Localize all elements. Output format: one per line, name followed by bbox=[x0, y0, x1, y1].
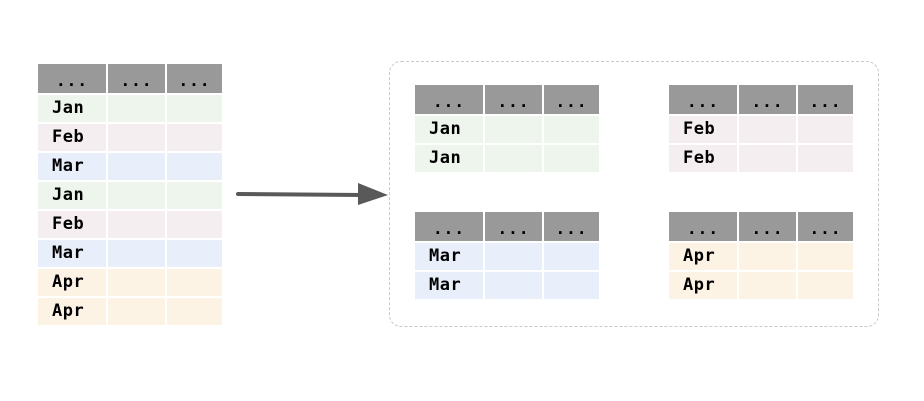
empty-cell bbox=[798, 243, 853, 270]
header-cell: ... bbox=[798, 212, 853, 241]
group-table-jan: ... ... ... Jan Jan bbox=[413, 83, 601, 174]
header-cell: ... bbox=[485, 85, 542, 114]
header-cell: ... bbox=[485, 212, 542, 241]
arrow-right-icon bbox=[236, 183, 388, 205]
month-cell: Jan bbox=[38, 95, 106, 122]
arrow-shaft bbox=[236, 192, 364, 197]
empty-cell bbox=[167, 182, 222, 209]
month-cell: Jan bbox=[38, 182, 106, 209]
group-row: Jan bbox=[415, 116, 599, 143]
empty-cell bbox=[108, 211, 165, 238]
empty-cell bbox=[798, 145, 853, 172]
empty-cell bbox=[739, 272, 796, 299]
source-header-row: ... ... ... bbox=[38, 64, 222, 93]
group-header-row: ... ... ... bbox=[415, 212, 599, 241]
empty-cell bbox=[798, 272, 853, 299]
group-header-row: ... ... ... bbox=[669, 212, 853, 241]
month-cell: Mar bbox=[415, 272, 483, 299]
month-cell: Apr bbox=[669, 272, 737, 299]
month-cell: Apr bbox=[38, 269, 106, 296]
arrow-head bbox=[358, 183, 388, 205]
empty-cell bbox=[108, 240, 165, 267]
source-row: Mar bbox=[38, 240, 222, 267]
empty-cell bbox=[167, 211, 222, 238]
grouped-output-box bbox=[389, 61, 879, 327]
empty-cell bbox=[108, 95, 165, 122]
empty-cell bbox=[108, 269, 165, 296]
month-cell: Apr bbox=[669, 243, 737, 270]
group-row: Apr bbox=[669, 272, 853, 299]
empty-cell bbox=[544, 272, 599, 299]
empty-cell bbox=[108, 153, 165, 180]
month-cell: Feb bbox=[38, 211, 106, 238]
source-row: Jan bbox=[38, 182, 222, 209]
empty-cell bbox=[739, 243, 796, 270]
group-table-apr: ... ... ... Apr Apr bbox=[667, 210, 855, 301]
empty-cell bbox=[167, 153, 222, 180]
empty-cell bbox=[485, 272, 542, 299]
month-cell: Feb bbox=[38, 124, 106, 151]
header-cell: ... bbox=[739, 212, 796, 241]
empty-cell bbox=[485, 116, 542, 143]
empty-cell bbox=[167, 298, 222, 325]
group-row: Jan bbox=[415, 145, 599, 172]
empty-cell bbox=[798, 116, 853, 143]
header-cell: ... bbox=[669, 212, 737, 241]
source-table: ... ... ... Jan Feb Mar Jan Feb Mar Apr … bbox=[36, 62, 224, 327]
empty-cell bbox=[485, 145, 542, 172]
empty-cell bbox=[485, 243, 542, 270]
empty-cell bbox=[108, 182, 165, 209]
empty-cell bbox=[544, 243, 599, 270]
empty-cell bbox=[544, 116, 599, 143]
group-row: Mar bbox=[415, 272, 599, 299]
group-header-row: ... ... ... bbox=[669, 85, 853, 114]
month-cell: Mar bbox=[38, 153, 106, 180]
group-row: Mar bbox=[415, 243, 599, 270]
group-row: Apr bbox=[669, 243, 853, 270]
empty-cell bbox=[739, 116, 796, 143]
month-cell: Jan bbox=[415, 145, 483, 172]
header-cell: ... bbox=[38, 64, 106, 93]
group-row: Feb bbox=[669, 145, 853, 172]
group-table-feb: ... ... ... Feb Feb bbox=[667, 83, 855, 174]
month-cell: Feb bbox=[669, 145, 737, 172]
source-row: Feb bbox=[38, 211, 222, 238]
empty-cell bbox=[108, 124, 165, 151]
header-cell: ... bbox=[415, 212, 483, 241]
empty-cell bbox=[167, 124, 222, 151]
empty-cell bbox=[739, 145, 796, 172]
header-cell: ... bbox=[544, 85, 599, 114]
empty-cell bbox=[167, 95, 222, 122]
empty-cell bbox=[167, 269, 222, 296]
empty-cell bbox=[544, 145, 599, 172]
empty-cell bbox=[108, 298, 165, 325]
header-cell: ... bbox=[739, 85, 796, 114]
source-row: Apr bbox=[38, 269, 222, 296]
month-cell: Jan bbox=[415, 116, 483, 143]
header-cell: ... bbox=[108, 64, 165, 93]
month-cell: Mar bbox=[38, 240, 106, 267]
source-row: Mar bbox=[38, 153, 222, 180]
source-row: Feb bbox=[38, 124, 222, 151]
month-cell: Apr bbox=[38, 298, 106, 325]
header-cell: ... bbox=[544, 212, 599, 241]
group-row: Feb bbox=[669, 116, 853, 143]
month-cell: Feb bbox=[669, 116, 737, 143]
header-cell: ... bbox=[415, 85, 483, 114]
month-cell: Mar bbox=[415, 243, 483, 270]
source-row: Apr bbox=[38, 298, 222, 325]
header-cell: ... bbox=[669, 85, 737, 114]
group-header-row: ... ... ... bbox=[415, 85, 599, 114]
group-table-mar: ... ... ... Mar Mar bbox=[413, 210, 601, 301]
header-cell: ... bbox=[798, 85, 853, 114]
header-cell: ... bbox=[167, 64, 222, 93]
source-row: Jan bbox=[38, 95, 222, 122]
empty-cell bbox=[167, 240, 222, 267]
